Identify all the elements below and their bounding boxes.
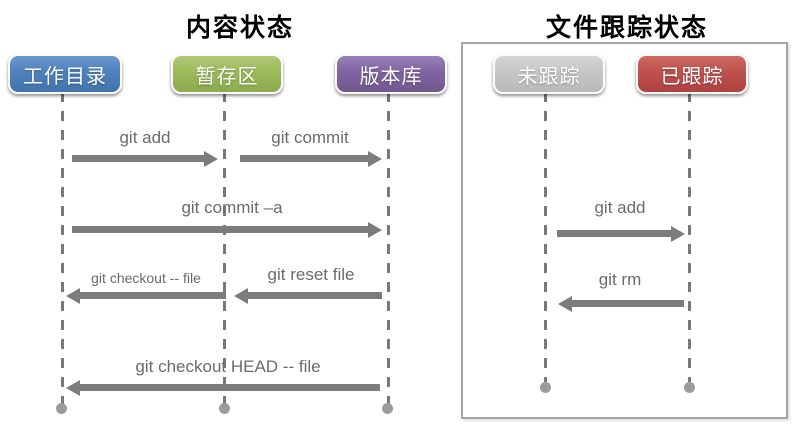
endpoint-dot: [56, 403, 67, 414]
node-label: 版本库: [359, 65, 423, 88]
arrow-git-commit-a-label: git commit –a: [181, 198, 283, 217]
node-repository: 版本库: [335, 54, 447, 94]
node-tracked: 已跟踪: [636, 54, 748, 94]
lifeline-repository: [387, 92, 390, 404]
endpoint-dot: [540, 382, 551, 393]
content-section-title: 内容状态: [185, 14, 294, 42]
arrow-git-checkout-head-file-label: git checkout HEAD -- file: [135, 357, 321, 376]
node-staging-area: 暂存区: [171, 54, 283, 94]
arrow-git-checkout-head-file-line: [66, 379, 380, 396]
arrow-git-commit-line: [240, 150, 382, 167]
arrow-git-rm-line: [558, 295, 684, 312]
arrow-track-git-add-label: git add: [594, 198, 646, 217]
arrow-track-git-add-line: [557, 225, 685, 242]
lifeline-working-directory: [61, 92, 64, 404]
arrow-git-add-label: git add: [119, 128, 171, 147]
lifeline-staging-area: [223, 92, 226, 404]
node-label: 已跟踪: [660, 65, 724, 88]
node-label: 暂存区: [195, 65, 259, 88]
node-label: 未跟踪: [517, 65, 581, 88]
tracking-section-title: 文件跟踪状态: [545, 14, 708, 42]
node-untracked: 未跟踪: [493, 54, 605, 94]
arrow-git-reset-file-line: [234, 287, 382, 304]
endpoint-dot: [219, 403, 230, 414]
arrow-git-commit-label: git commit: [271, 128, 349, 147]
lifeline-untracked: [544, 92, 547, 382]
arrow-git-rm-label: git rm: [598, 270, 642, 289]
arrow-git-checkout-file-label: git checkout -- file: [91, 270, 201, 286]
arrow-git-add-line: [72, 150, 218, 167]
arrow-git-commit-a-line: [72, 221, 382, 238]
node-label: 工作目录: [23, 65, 107, 88]
endpoint-dot: [382, 403, 393, 414]
arrow-git-checkout-file-line: [66, 287, 226, 304]
lifeline-tracked: [688, 92, 691, 382]
node-working-directory: 工作目录: [8, 54, 122, 94]
endpoint-dot: [684, 382, 695, 393]
arrow-git-reset-file-label: git reset file: [267, 265, 355, 284]
